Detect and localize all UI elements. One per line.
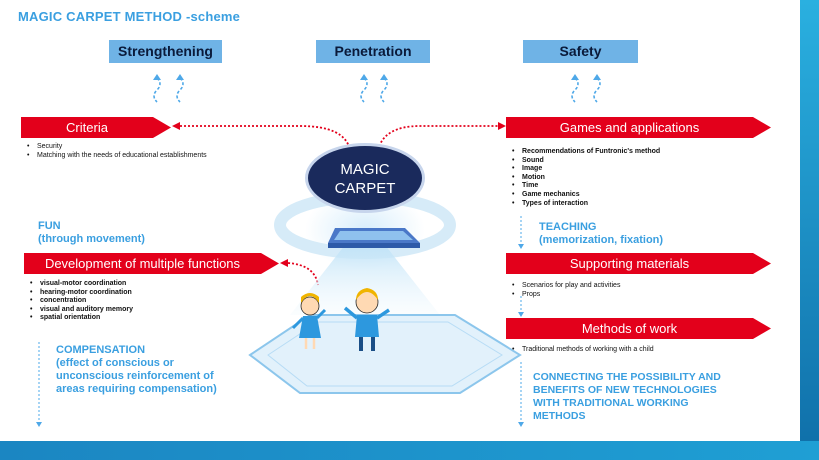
blue-dashed-lines xyxy=(38,216,522,422)
list-item: Props xyxy=(510,291,730,300)
games-list: Recommendations of Funtronic's method So… xyxy=(510,148,750,208)
development-bar: Development of multiple functions xyxy=(24,253,279,274)
teaching-subtitle: (memorization, fixation) xyxy=(539,234,664,246)
magic-carpet-ellipse: MAGIC CARPET xyxy=(305,143,425,213)
criteria-bar: Criteria xyxy=(21,117,171,138)
list-item: Traditional methods of working with a ch… xyxy=(510,346,750,355)
development-label: Development of multiple functions xyxy=(44,256,241,271)
floor-mat xyxy=(248,314,522,394)
criteria-list: Security Matching with the needs of educ… xyxy=(25,143,225,160)
list-item: Types of interaction xyxy=(510,200,750,209)
center-line-2: CARPET xyxy=(334,180,396,197)
list-item: Sound xyxy=(510,157,750,166)
list-item: Time xyxy=(510,182,750,191)
list-item: concentration xyxy=(28,297,228,306)
red-arrowheads xyxy=(172,122,506,267)
supporting-list: Scenarios for play and activities Props xyxy=(510,282,730,299)
child-girl-icon xyxy=(291,293,327,349)
teaching-title: TEACHING xyxy=(539,221,597,233)
list-item: visual-motor coordination xyxy=(28,280,228,289)
slide: MAGIC CARPET METHOD -scheme xyxy=(0,0,800,441)
list-item: Image xyxy=(510,165,750,174)
safety-box: Safety xyxy=(523,40,638,63)
fun-subtitle: (through movement) xyxy=(38,233,145,245)
methods-of-work-bar: Methods of work xyxy=(506,318,771,339)
list-item: Recommendations of Funtronic's method xyxy=(510,148,750,157)
development-list: visual-motor coordination hearing-motor … xyxy=(28,280,228,323)
list-item: spatial orientation xyxy=(28,314,228,323)
methods-label: Methods of work xyxy=(581,321,678,336)
games-applications-bar: Games and applications xyxy=(506,117,771,138)
list-item: visual and auditory memory xyxy=(28,306,228,315)
supporting-label: Supporting materials xyxy=(569,256,690,271)
wavy-arrow-icon xyxy=(153,77,601,103)
list-item: Game mechanics xyxy=(510,191,750,200)
list-item: Motion xyxy=(510,174,750,183)
slide-edge-bottom xyxy=(0,441,819,460)
teaching-block: TEACHING (memorization, fixation) xyxy=(539,221,663,247)
fun-title: FUN xyxy=(38,220,61,232)
compensation-title: COMPENSATION xyxy=(56,344,146,356)
penetration-box: Penetration xyxy=(316,40,430,63)
wavy-arrowheads xyxy=(153,74,601,80)
games-label: Games and applications xyxy=(559,120,700,135)
list-item: hearing-motor coordination xyxy=(28,289,228,298)
center-line-1: MAGIC xyxy=(340,161,390,178)
fun-block: FUN (through movement) xyxy=(38,220,145,246)
methods-list: Traditional methods of working with a ch… xyxy=(510,346,750,355)
blue-dashed-arrowheads xyxy=(36,244,524,427)
strengthening-box: Strengthening xyxy=(109,40,222,63)
list-item: Security xyxy=(25,143,225,152)
projector-device-icon xyxy=(328,228,420,248)
criteria-label: Criteria xyxy=(66,120,108,135)
slide-edge-right xyxy=(800,0,819,460)
compensation-subtitle: (effect of conscious or unconscious rein… xyxy=(56,357,217,395)
slide-title: MAGIC CARPET METHOD -scheme xyxy=(18,9,241,24)
compensation-block: COMPENSATION (effect of conscious or unc… xyxy=(56,344,231,396)
list-item: Matching with the needs of educational e… xyxy=(25,152,225,161)
list-item: Scenarios for play and activities xyxy=(510,282,730,291)
child-boy-icon xyxy=(343,288,390,351)
supporting-materials-bar: Supporting materials xyxy=(506,253,771,274)
connecting-statement: CONNECTING THE POSSIBILITY AND BENEFITS … xyxy=(533,371,721,422)
